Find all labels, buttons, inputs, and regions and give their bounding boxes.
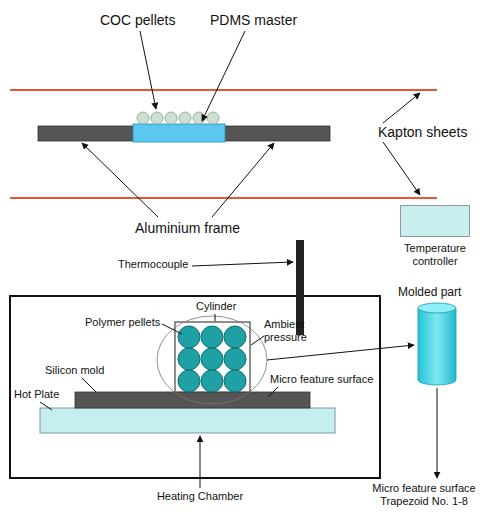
controller-box: Temperature controller	[400, 205, 470, 268]
part-label: Micro feature surface Trapezoid No. 1-8	[365, 482, 483, 508]
leader-lines	[40, 262, 437, 488]
polymer-pellets	[178, 326, 246, 392]
part-label: Cylinder	[196, 300, 236, 313]
pdms-master	[133, 124, 225, 142]
heating-chamber	[10, 296, 380, 478]
part-label: COC pellets	[100, 12, 175, 29]
hot-plate	[40, 408, 335, 433]
controller-label: Temperature controller	[400, 242, 470, 268]
part-label: Micro feature surface	[270, 373, 373, 386]
coc-pellets	[137, 112, 219, 124]
part-label: Polymer pellets	[85, 316, 160, 329]
silicon-mold	[75, 392, 310, 408]
part-label: PDMS master	[210, 12, 297, 29]
part-label: Molded part	[398, 285, 461, 299]
molded-part	[418, 303, 456, 385]
kapton-sheet	[10, 89, 437, 91]
leader-lines	[82, 31, 420, 217]
part-label: Heating Chamber	[150, 490, 250, 503]
detail-circle	[157, 316, 267, 404]
kapton-sheet	[10, 197, 437, 199]
part-label: Kapton sheets	[378, 124, 468, 141]
part-label: Silicon mold	[45, 364, 104, 377]
part-label: Hot Plate	[14, 388, 59, 401]
part-label: Ambient pressure	[264, 318, 319, 344]
part-label: Aluminium frame	[135, 220, 240, 237]
controller-body	[400, 205, 470, 237]
cylinder	[175, 322, 250, 392]
part-label: Thermocouple	[118, 258, 188, 271]
